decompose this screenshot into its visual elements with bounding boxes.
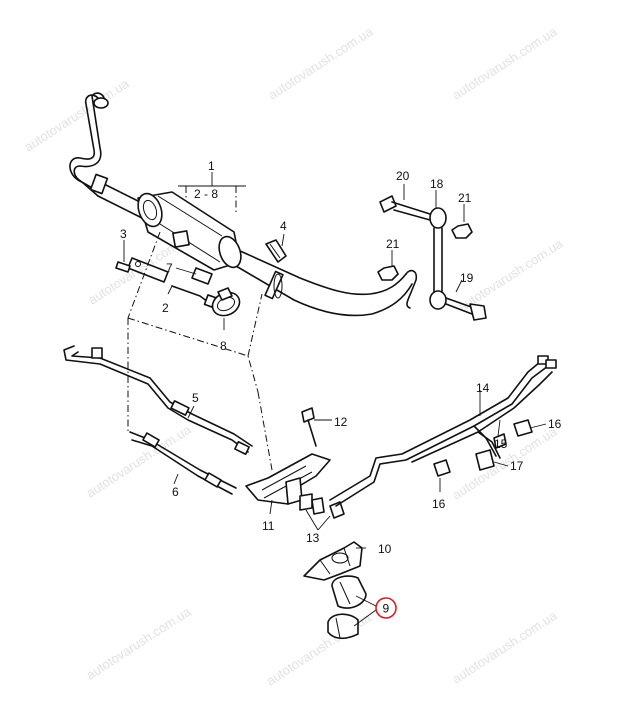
leader-lines [123,172,547,627]
bar-clamp [303,541,363,581]
small-parts-group-1 [115,239,287,317]
callout-2: 2 [162,301,169,315]
stabilizer-bar [69,92,418,317]
callout-19: 19 [460,271,474,285]
callout-14: 14 [476,381,490,395]
callout-9-highlight-ring [375,597,397,619]
callout-15: 15 [494,437,508,451]
callout-21-top: 21 [458,191,472,205]
coupling-rod-assembly [377,195,487,321]
hose-lines [63,345,253,495]
watermark-text: autotovarush.com.ua [83,603,194,682]
callout-range-2-8: 2 - 8 [194,187,218,201]
callout-6: 6 [172,485,179,499]
watermark-text: autotovarush.com.ua [449,607,560,686]
callout-4: 4 [280,219,287,233]
callout-labels: 1 2 - 8 3 4 7 2 8 5 6 20 18 21 21 19 12 … [120,159,562,619]
brake-pipes [329,355,557,507]
watermark-text: autotovarush.com.ua [21,75,132,154]
callout-18: 18 [430,177,444,191]
callout-20: 20 [396,169,410,183]
callout-10: 10 [378,542,392,556]
callout-16-right: 16 [548,417,562,431]
rubber-bushing-part-9 [327,575,367,640]
watermark-text: autotovarush.com.ua [449,23,560,102]
callout-9: 9 [383,602,390,616]
callout-16-left: 16 [432,497,446,511]
callout-12: 12 [334,415,348,429]
callout-21-left: 21 [386,237,400,251]
mounting-bracket [245,407,345,519]
callout-8: 8 [220,339,227,353]
callout-7: 7 [166,261,173,275]
watermark-text: autotovarush.com.ua [265,23,376,102]
callout-3: 3 [120,227,127,241]
callout-17: 17 [510,459,524,473]
callout-11: 11 [262,519,275,533]
callout-13: 13 [306,531,320,545]
callout-1: 1 [208,159,215,173]
watermark-layer: autotovarush.com.ua autotovarush.com.ua … [21,23,566,688]
bar-bushing-assembly [127,191,242,283]
callout-5: 5 [192,391,199,405]
